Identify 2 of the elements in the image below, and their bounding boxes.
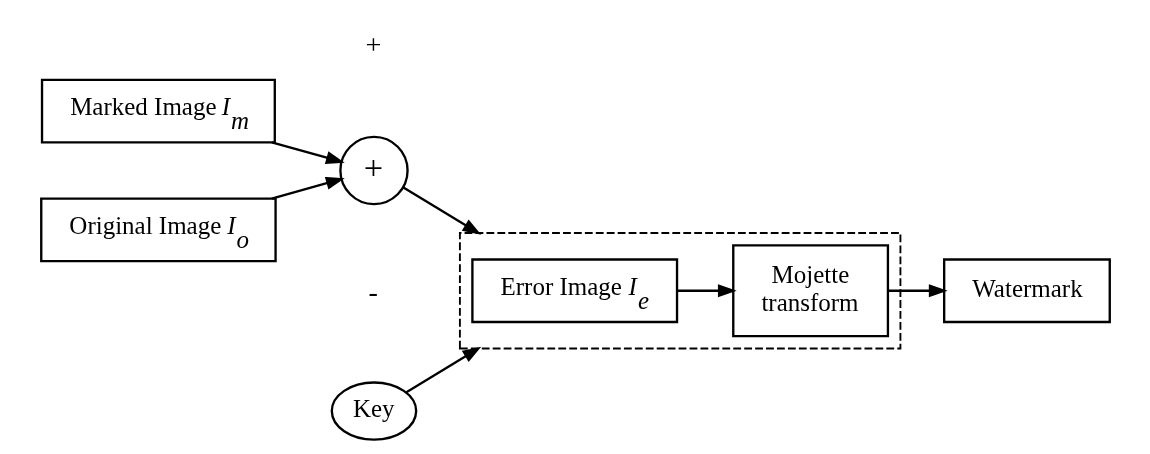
label: -: [368, 275, 378, 307]
label: +: [364, 28, 381, 60]
